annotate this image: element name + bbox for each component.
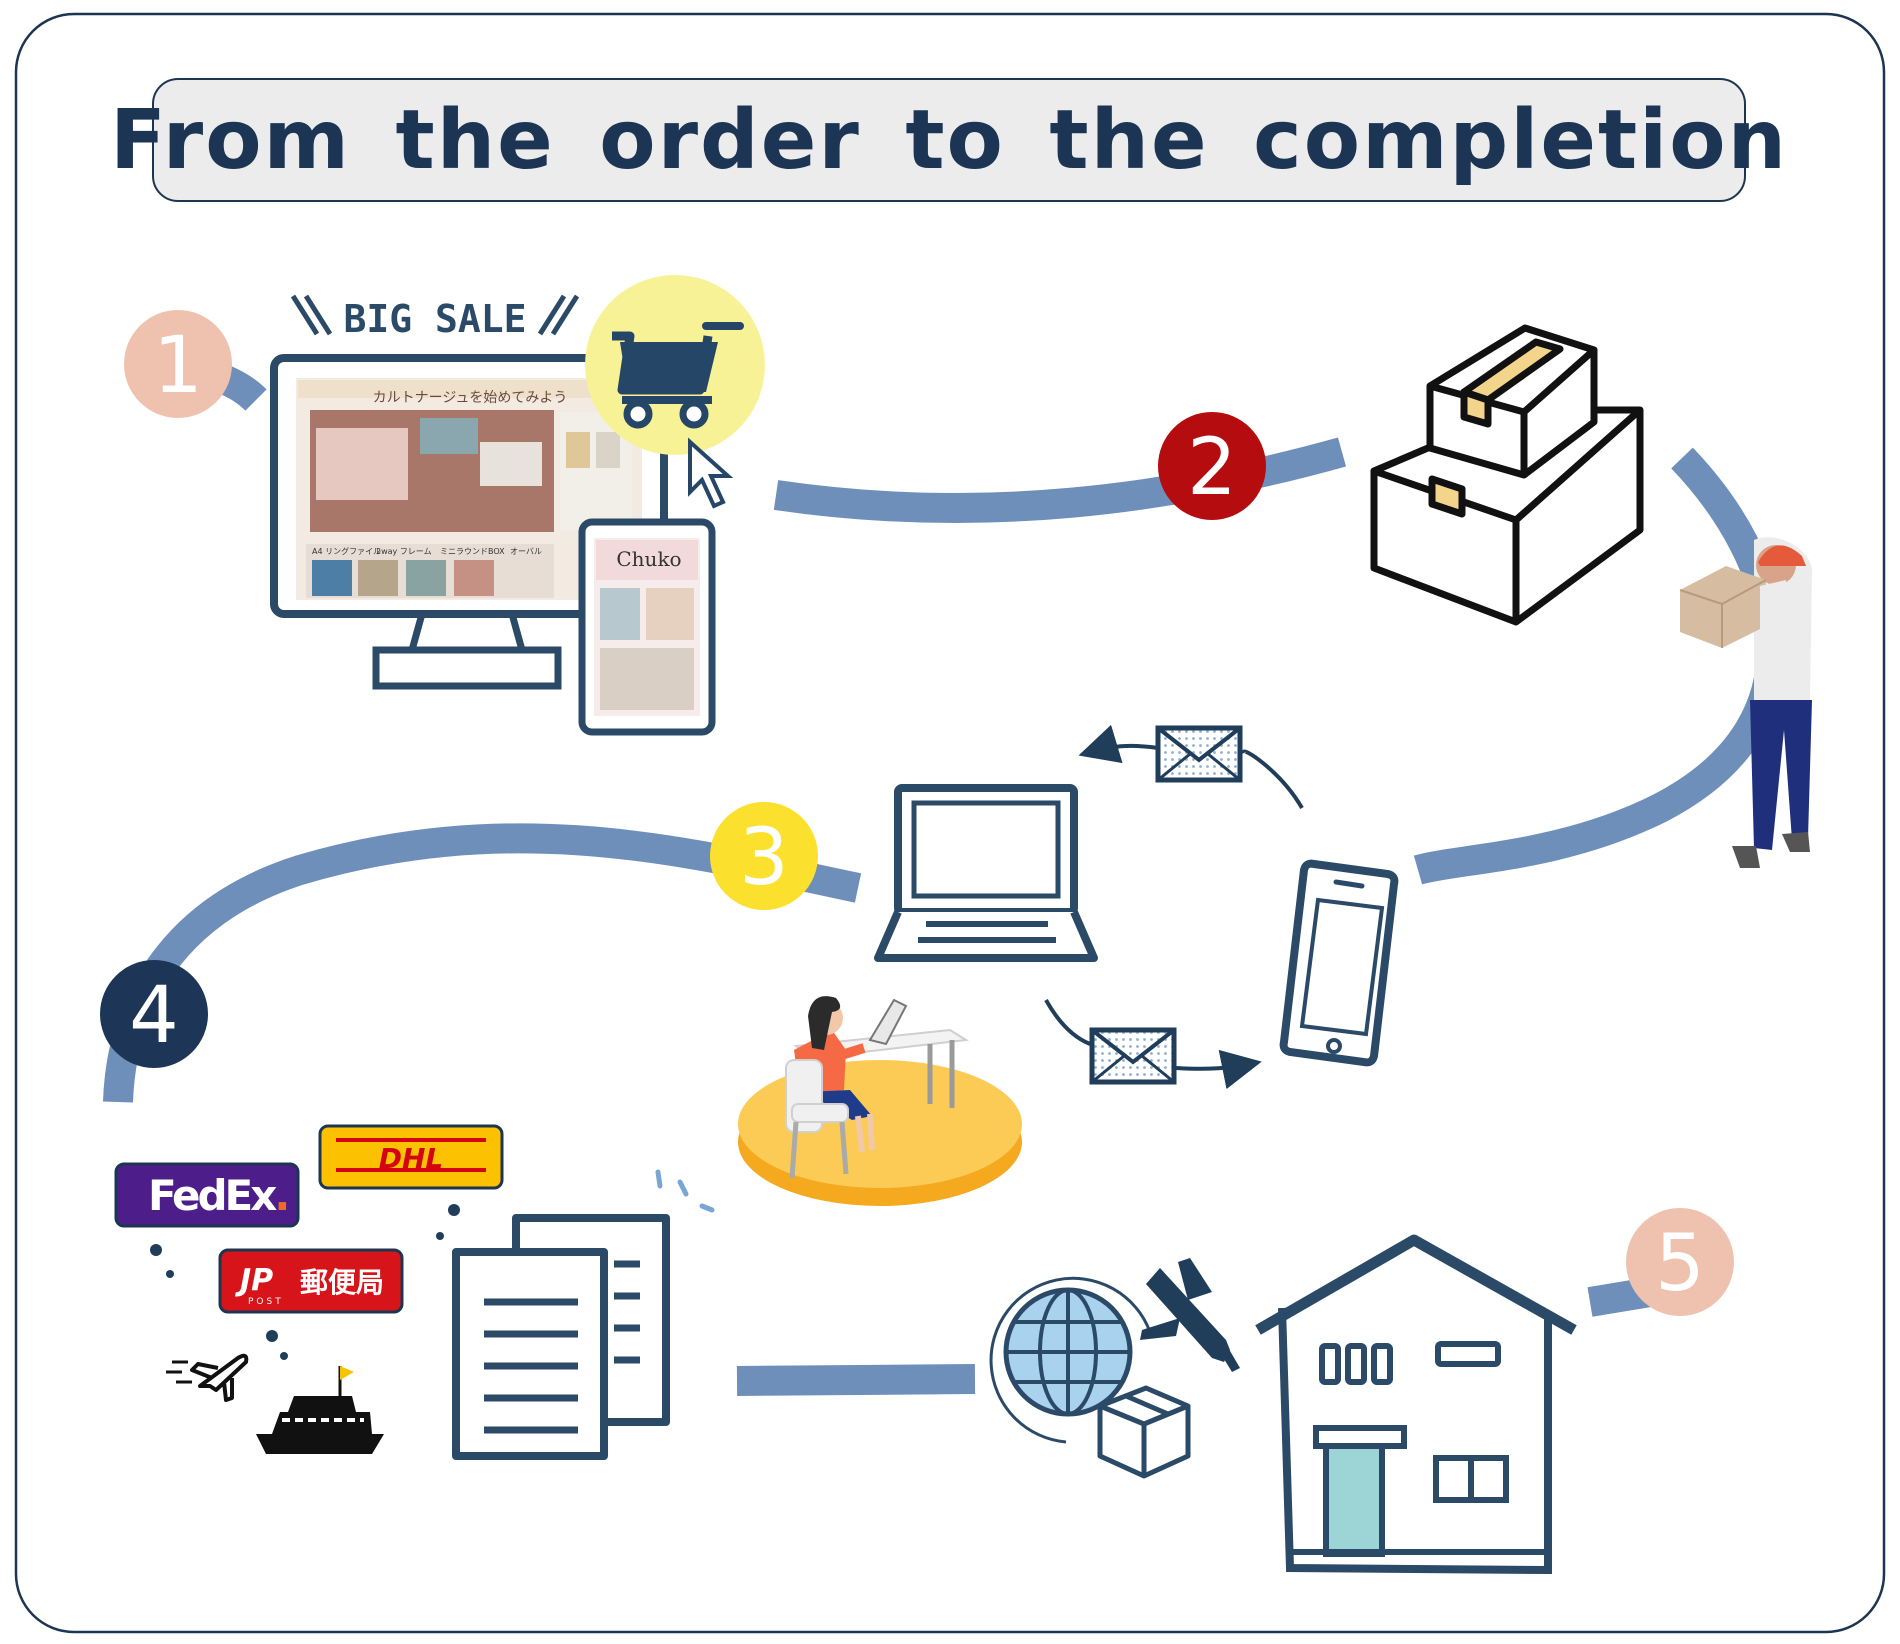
house-icon bbox=[1255, 1234, 1577, 1575]
step-badge-3: 3 bbox=[710, 802, 818, 910]
product-label-3: ミニラウンドBOX bbox=[440, 547, 505, 556]
jp-post-sub: POST bbox=[248, 1297, 284, 1307]
laptop-icon bbox=[874, 784, 1098, 962]
envelope-icon-bottom bbox=[1089, 1027, 1177, 1085]
step-number-5: 5 bbox=[1655, 1219, 1705, 1309]
boxes-icon bbox=[1370, 324, 1644, 626]
jp-post-mark: JP bbox=[235, 1263, 273, 1298]
package-icon bbox=[1097, 1385, 1191, 1479]
step-badge-1: 1 bbox=[124, 310, 232, 418]
product-label-1: A4 リングファイル bbox=[312, 546, 381, 556]
jp-post-logo: JP POST 郵便局 bbox=[218, 1248, 404, 1360]
jp-post-text: 郵便局 bbox=[300, 1266, 384, 1299]
path-segment-5 bbox=[736, 1364, 976, 1396]
step-3-communication bbox=[738, 724, 1399, 1206]
delivery-person-icon bbox=[1679, 537, 1812, 868]
global-shipping bbox=[989, 1258, 1240, 1479]
step-badge-4: 4 bbox=[100, 960, 208, 1068]
tablet-icon: Chuko bbox=[578, 518, 716, 736]
product-label-2: 2way フレーム bbox=[376, 547, 432, 556]
path-segment-3 bbox=[1413, 447, 1787, 885]
banner-text: BIG SALE bbox=[343, 297, 526, 341]
svg-text:FedEx.: FedEx. bbox=[148, 1171, 287, 1220]
fedex-text: FedEx bbox=[148, 1171, 277, 1220]
page-title: From the order to the completion bbox=[110, 92, 1788, 188]
site-heading: カルトナージュを始めてみよう bbox=[373, 390, 568, 406]
step-2-packing-shipping bbox=[1370, 324, 1812, 868]
step-badge-5: 5 bbox=[1626, 1208, 1734, 1316]
dhl-logo: DHL bbox=[318, 1124, 504, 1240]
arrow-to-phone bbox=[1175, 1049, 1262, 1090]
step-number-4: 4 bbox=[129, 971, 179, 1061]
step-1-online-order: BIG SALE カルトナージュを始めてみよう A4 リングファイル 2way … bbox=[270, 275, 765, 736]
title-banner: From the order to the completion bbox=[110, 78, 1786, 202]
step-number-1: 1 bbox=[153, 321, 203, 411]
globe-icon bbox=[989, 1276, 1152, 1444]
smartphone-icon bbox=[1279, 859, 1399, 1067]
documents-icon bbox=[452, 1214, 670, 1460]
airplane-small-icon bbox=[166, 1353, 249, 1402]
fedex-dot: . bbox=[274, 1171, 287, 1220]
office-worker-icon bbox=[738, 996, 1022, 1206]
step-number-2: 2 bbox=[1187, 423, 1237, 513]
step-number-3: 3 bbox=[739, 813, 789, 903]
airplane-icon bbox=[1140, 1258, 1240, 1372]
envelope-icon-top bbox=[1155, 725, 1243, 783]
path-segment-2 bbox=[773, 437, 1347, 523]
dhl-text: DHL bbox=[379, 1142, 444, 1175]
step-badge-2: 2 bbox=[1158, 412, 1266, 520]
step-4-export: FedEx. DHL JP POST 郵便局 bbox=[114, 1124, 715, 1460]
banner: BIG SALE bbox=[290, 294, 580, 341]
ship-icon bbox=[256, 1366, 384, 1454]
sparkle-marks bbox=[655, 1169, 715, 1213]
fedex-logo: FedEx. bbox=[114, 1162, 300, 1278]
product-label-4: オーバル bbox=[510, 547, 542, 556]
tablet-logo: Chuko bbox=[616, 547, 681, 571]
cursor-icon bbox=[688, 437, 734, 509]
cart-icon[interactable] bbox=[585, 275, 765, 455]
arrow-to-laptop bbox=[1078, 724, 1159, 764]
